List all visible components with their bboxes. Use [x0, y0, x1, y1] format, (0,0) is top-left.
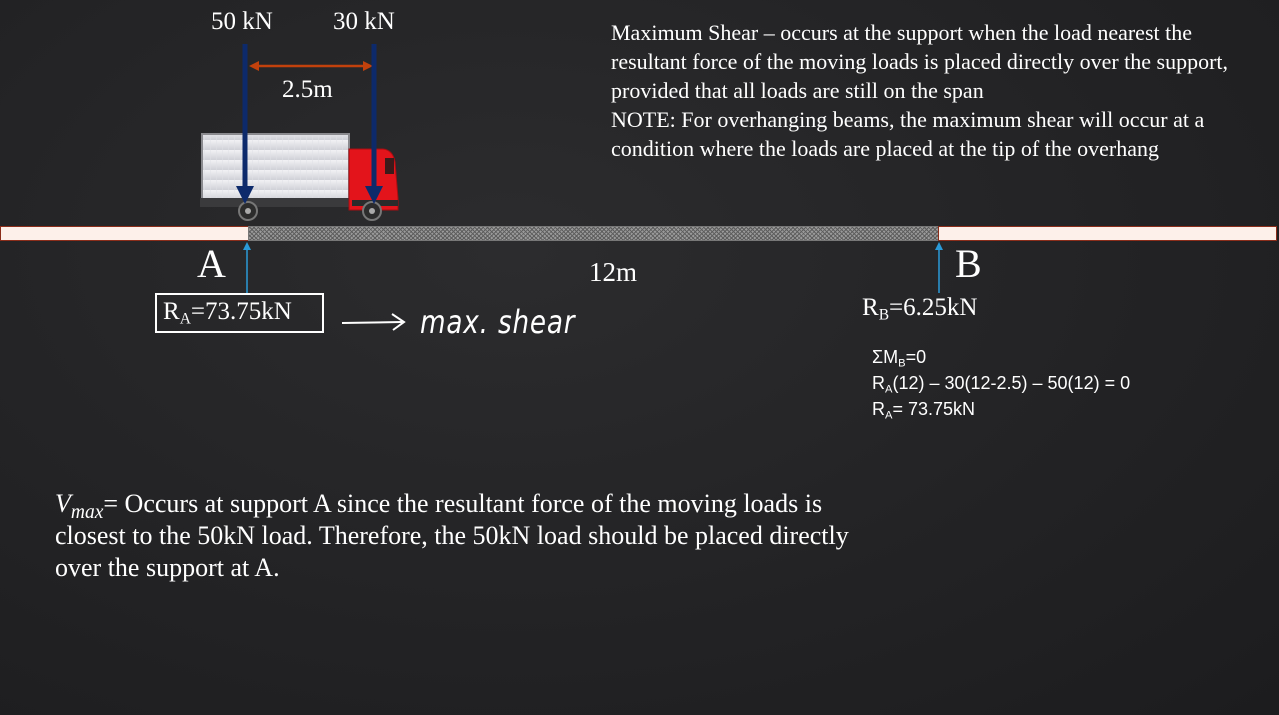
vmax-subscript: max — [70, 501, 104, 523]
vmax-letter: V — [55, 489, 71, 518]
reaction-arrow-b — [935, 242, 943, 293]
eq2-rest: (12) – 30(12-2.5) – 50(12) = 0 — [892, 373, 1131, 393]
load-50kn-label: 50 kN — [211, 8, 273, 35]
ra-subscript: A — [179, 310, 191, 328]
reaction-b-label: RB=6.25kN — [862, 294, 978, 324]
ra-symbol: R — [163, 298, 180, 325]
eq3-sub: A — [885, 409, 893, 422]
max-shear-annotation: max. shear — [420, 303, 576, 341]
beam-overhang-left — [0, 226, 250, 241]
vmax-symbol: Vmax — [55, 489, 103, 522]
load-arrow-50kn — [236, 44, 254, 204]
equation-ra-result: RA= 73.75kN — [872, 399, 976, 422]
beam-span-hatched — [248, 226, 939, 241]
eq1-main: ΣM — [872, 347, 899, 367]
equation-sum-moments: ΣMB=0 — [872, 347, 927, 370]
eq2-sub: A — [885, 383, 893, 396]
note-text: Maximum Shear – occurs at the support wh… — [611, 18, 1273, 163]
spacing-label: 2.5m — [282, 76, 333, 103]
vmax-text: = Occurs at support A since the resultan… — [55, 489, 849, 582]
overhang-note: NOTE: For overhanging beams, the maximum… — [611, 107, 1205, 161]
vmax-explanation: Vmax= Occurs at support A since the resu… — [55, 488, 855, 584]
load-arrow-30kn — [365, 44, 383, 204]
support-b-label: B — [955, 241, 982, 286]
eq1-rest: =0 — [905, 347, 927, 367]
span-length-label: 12m — [589, 257, 638, 287]
truck-icon — [200, 133, 399, 221]
rb-subscript: B — [878, 306, 890, 324]
max-shear-arrow — [341, 313, 406, 331]
eq3-main: R — [872, 399, 885, 419]
reaction-a-box: RA=73.75kN — [155, 293, 324, 333]
eq2-main: R — [872, 373, 885, 393]
beam-overhang-right — [938, 226, 1277, 241]
max-shear-definition: Maximum Shear – occurs at the support wh… — [611, 20, 1229, 103]
ra-value: =73.75kN — [190, 298, 292, 325]
equation-moment-balance: RA(12) – 30(12-2.5) – 50(12) = 0 — [872, 373, 1131, 396]
eq1-sub: B — [898, 357, 906, 370]
load-30kn-label: 30 kN — [333, 8, 395, 35]
rb-symbol: R — [862, 294, 879, 321]
support-a-label: A — [197, 241, 226, 286]
eq3-rest: = 73.75kN — [892, 399, 976, 419]
reaction-arrow-a — [243, 242, 251, 293]
rb-value: =6.25kN — [889, 294, 978, 321]
dimension-line — [249, 61, 373, 71]
